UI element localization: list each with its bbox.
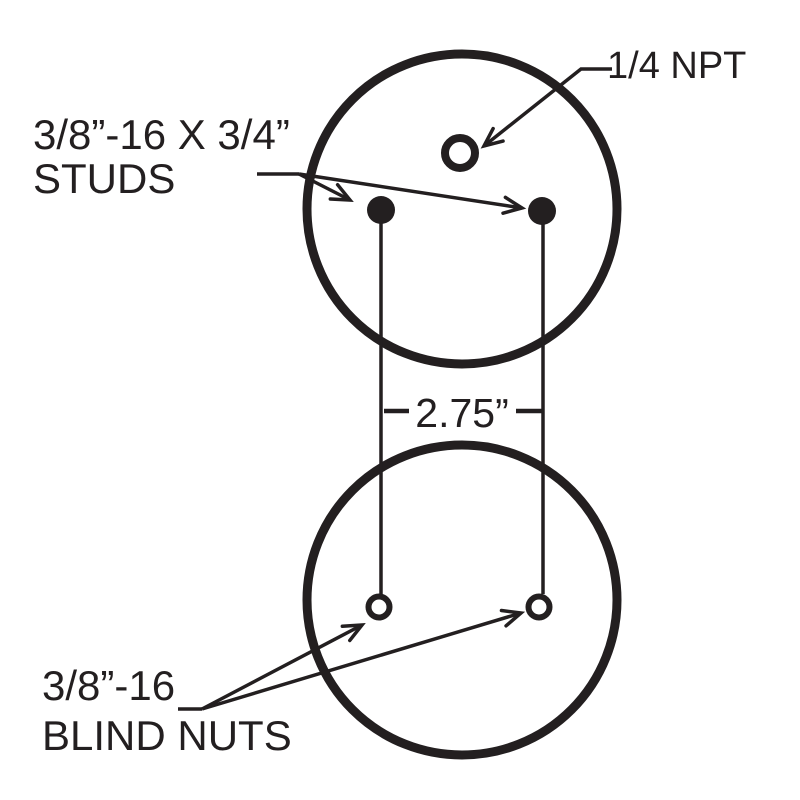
studs-spec-label: 3/8”-16 X 3/4”	[33, 111, 290, 158]
leader-arrow-nut-right	[201, 608, 526, 711]
nuts-spec-label: 3/8”-16	[42, 662, 175, 709]
top-view-circle	[302, 49, 622, 369]
npt-port-circle	[441, 134, 479, 172]
stud-left	[367, 196, 395, 224]
blind-nut-right	[525, 593, 553, 621]
blind-nut-left	[365, 593, 393, 621]
nuts-word-label: BLIND NUTS	[42, 712, 292, 759]
leader-blind-nuts: 3/8”-16 BLIND NUTS	[42, 608, 526, 759]
leader-line-npt	[480, 67, 612, 149]
bottom-view-circle	[302, 440, 622, 760]
leader-arrow-stud-left	[298, 172, 354, 202]
leader-arrow-stud-right	[298, 172, 527, 215]
studs-word-label: STUDS	[33, 155, 175, 202]
dimension-label: 2.75”	[415, 390, 508, 436]
leader-studs: 3/8”-16 X 3/4” STUDS	[33, 111, 527, 215]
stud-right	[528, 197, 556, 225]
leader-npt: 1/4 NPT	[480, 45, 746, 149]
leader-arrow-nut-left	[201, 622, 366, 711]
dimension-275: 2.75”	[384, 390, 544, 436]
npt-label: 1/4 NPT	[607, 45, 746, 87]
